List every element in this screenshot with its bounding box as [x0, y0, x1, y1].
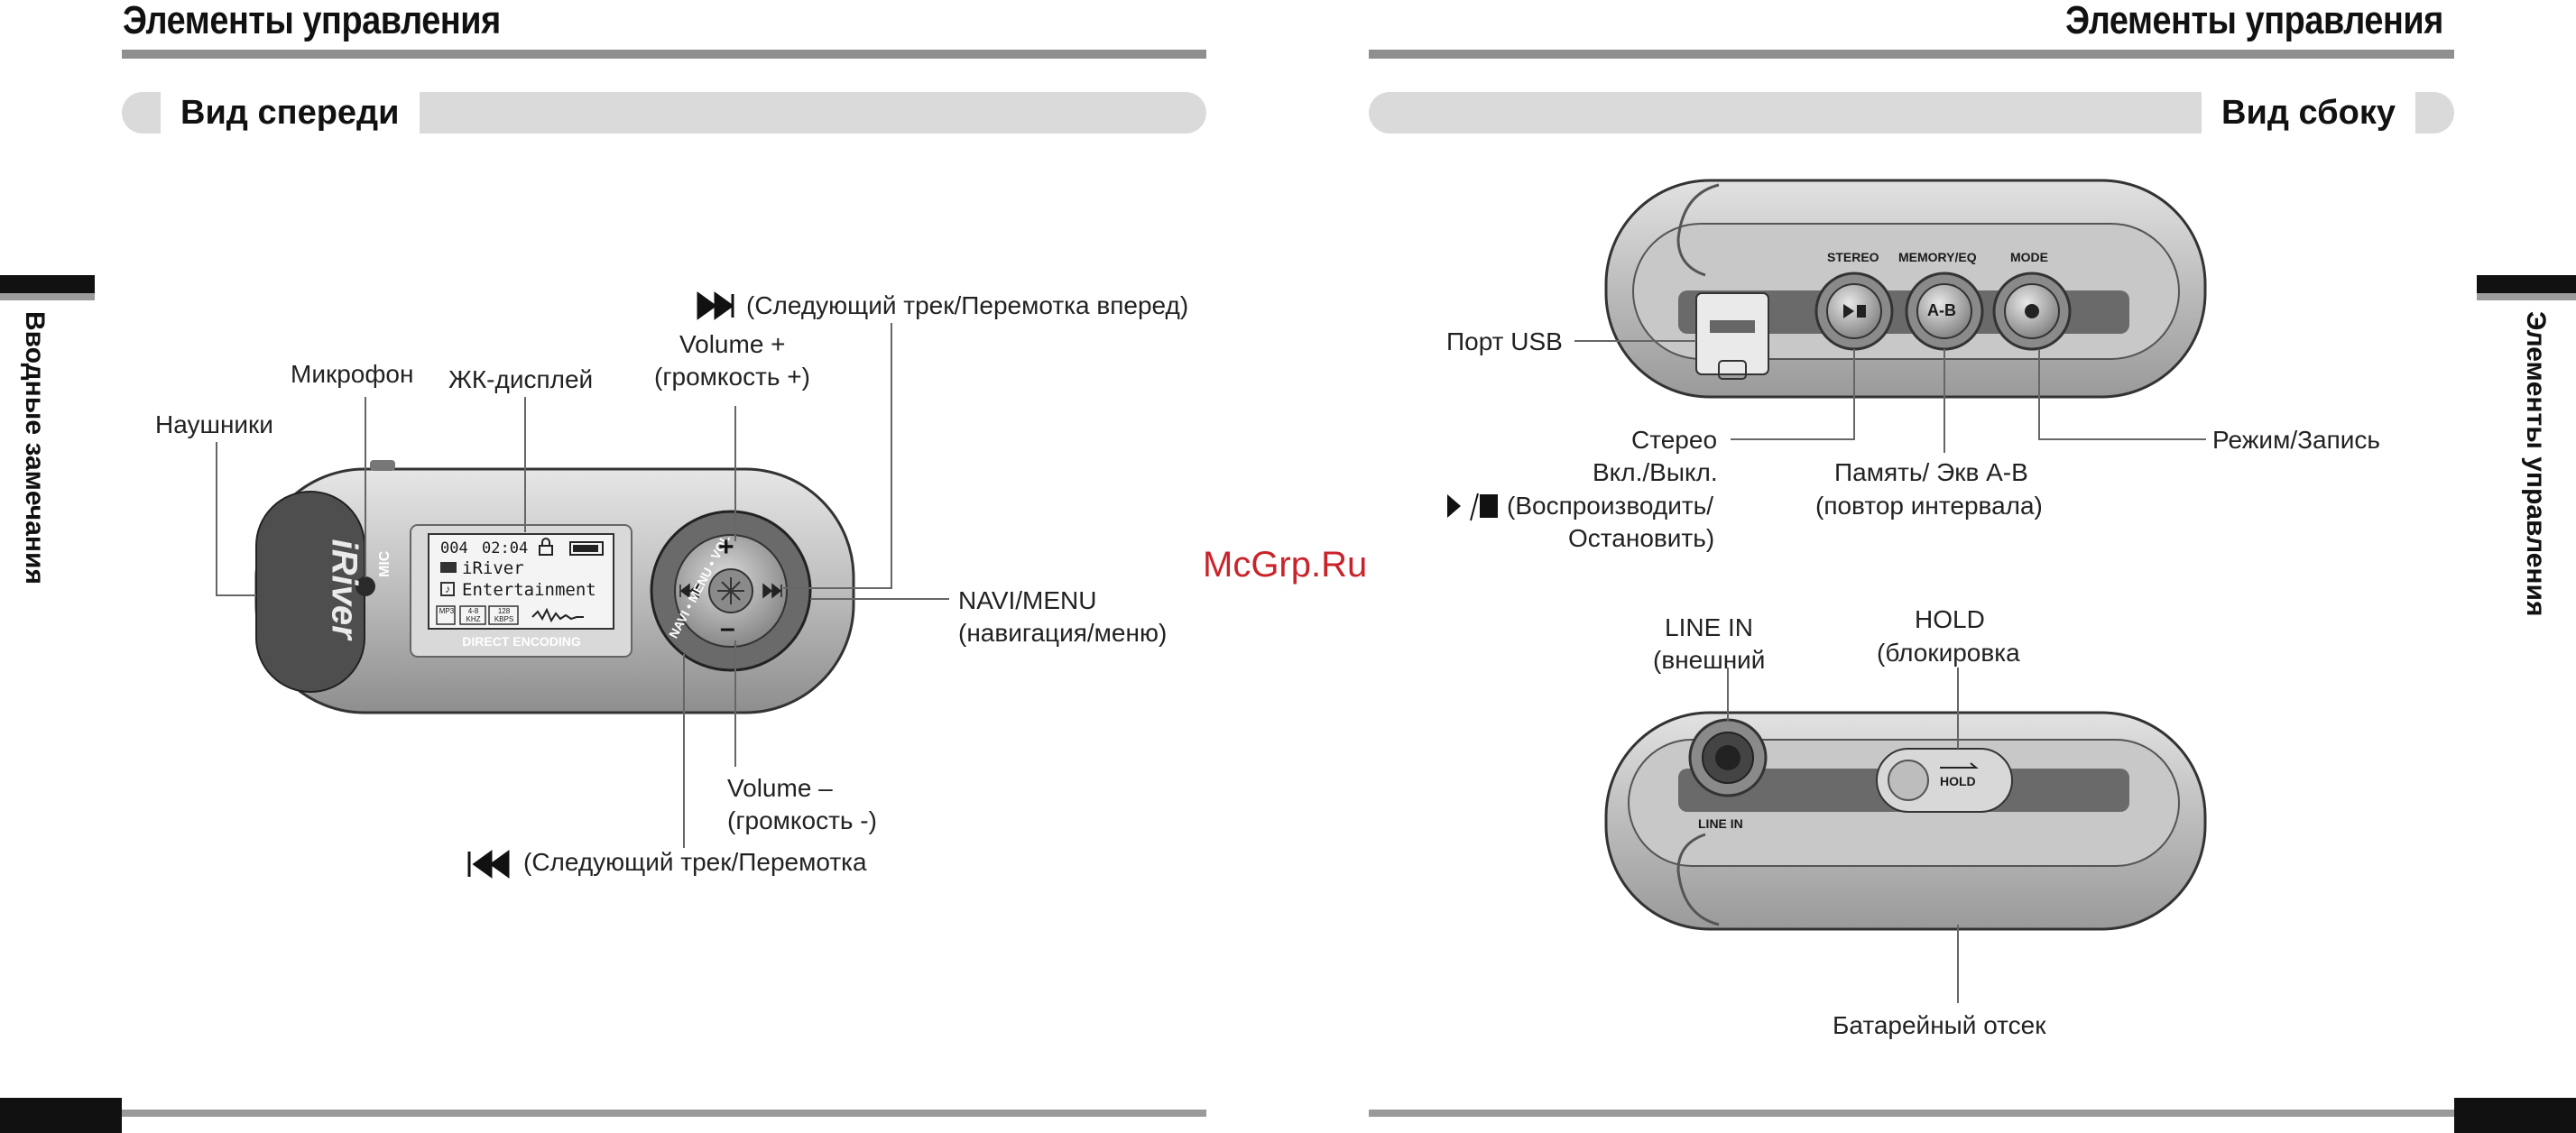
mode-button — [1992, 272, 2072, 351]
mic-hole — [355, 576, 375, 596]
prev-arrows-icon — [679, 583, 699, 599]
right-side-tab-label: Элементы управления — [2521, 311, 2551, 617]
label-usb: Порт USB — [1446, 327, 1563, 355]
left-side-tab-bar — [0, 275, 95, 295]
direct-encoding-mark: DIRECT ENCODING — [462, 634, 581, 649]
right-header-rule — [1369, 50, 2454, 59]
screen-track-number: 004 — [440, 539, 468, 557]
screen-badge-khz: 4-8 KHZ — [466, 607, 481, 623]
left-header-rule — [122, 50, 1206, 59]
label-microphone: Микрофон — [291, 360, 414, 388]
navi-star-icon — [717, 577, 744, 604]
top-side-clip — [1676, 183, 1720, 277]
left-footer-rule — [122, 1110, 1206, 1117]
fast-forward-icon — [697, 291, 734, 320]
front-view-diagram — [216, 291, 949, 879]
lock-icon — [539, 538, 553, 556]
btn-ab-text: A-B — [1927, 301, 1956, 319]
line-in-jack — [1688, 718, 1768, 797]
right-side-tab-shadow — [2477, 293, 2576, 300]
label-memory: Память/ Экв A-B — [1834, 458, 2028, 486]
label-stereo: Стерео — [1631, 426, 1718, 454]
line-in-mark: LINE IN — [1698, 816, 1743, 831]
bottom-side-body — [1604, 711, 2207, 931]
left-subtitle: Вид спереди — [161, 92, 420, 134]
bottom-side-clip — [1676, 833, 1720, 926]
top-side-strip — [1678, 290, 2129, 334]
screen-artist: iRiver — [462, 558, 524, 578]
top-side-channel — [1632, 223, 2180, 360]
hold-mark: HOLD — [1940, 774, 1976, 788]
label-battery: Батарейный отсек — [1833, 1011, 2046, 1039]
btn-label-mode: MODE — [2010, 250, 2048, 264]
label-hold: HOLD — [1915, 605, 1985, 633]
play-icon-label — [1447, 494, 1461, 518]
right-side-tab-bar — [2477, 275, 2576, 295]
front-device-top-button — [370, 460, 395, 471]
label-line-in: LINE IN — [1665, 613, 1754, 641]
screen-note-icon: ♪ — [440, 582, 455, 596]
rewind-icon — [467, 850, 510, 879]
label-navi-menu-desc: (навигация/меню) — [958, 619, 1168, 647]
screen-folder-icon — [440, 562, 457, 573]
label-line-in-desc: (внешний — [1653, 646, 1766, 674]
screen-badge-mp3: MP3 — [439, 607, 455, 615]
usb-port — [1695, 292, 1769, 375]
right-header: Элементы управления — [2065, 0, 2443, 42]
btn-label-memory: MEMORY/EQ — [1898, 250, 1977, 264]
screen-title: Entertainment — [462, 580, 596, 600]
label-mode: Режим/Запись — [2212, 426, 2380, 454]
label-next-track: (Следующий трек/Перемотка вперед) — [746, 291, 1189, 319]
waveform-icon — [531, 607, 584, 623]
volume-minus-mark: – — [720, 613, 735, 643]
label-prev-track: (Следующий трек/Перемотка — [523, 848, 867, 876]
battery-icon — [569, 541, 604, 556]
label-volume-minus: Volume – — [727, 774, 833, 802]
label-headphones: Наушники — [155, 410, 273, 438]
left-side-tab-shadow — [0, 293, 95, 300]
stop-icon-label — [1480, 494, 1498, 518]
label-stereo-toggle: Вкл./Выкл. — [1593, 458, 1718, 486]
label-volume-minus-desc: (громкость -) — [727, 806, 877, 834]
left-footer-block — [0, 1098, 122, 1133]
play-stop-button-icon — [1843, 304, 1866, 318]
label-hold-desc: (блокировка — [1877, 639, 2020, 667]
screen-time: 02:04 — [482, 539, 529, 557]
hold-switch-knob — [1888, 760, 1929, 801]
volume-plus-mark: + — [718, 532, 734, 562]
next-arrows-icon — [762, 583, 782, 599]
hold-arrow-icon — [1940, 762, 1979, 769]
label-volume-plus-desc: (громкость +) — [654, 363, 810, 391]
bottom-side-strip — [1678, 769, 2129, 812]
label-lcd: ЖК-дисплей — [448, 365, 594, 393]
label-memory-desc: (повтор интервала) — [1815, 492, 2043, 520]
label-navi-menu: NAVI/MENU — [958, 586, 1097, 614]
brand-logo: iRiver — [324, 539, 365, 640]
left-header: Элементы управления — [123, 0, 501, 42]
watermark: McGrp.Ru — [1203, 545, 1368, 585]
top-side-body — [1604, 179, 2207, 399]
label-play-stop-2: Остановить) — [1568, 524, 1715, 552]
bottom-side-channel — [1628, 739, 2180, 867]
stereo-button — [1814, 272, 1894, 351]
right-footer-rule — [1369, 1110, 2454, 1117]
right-footer-block — [2454, 1098, 2576, 1133]
label-play-stop: (Воспроизводить/ — [1507, 492, 1714, 520]
mic-mark: MIC — [377, 550, 392, 577]
btn-label-stereo: STEREO — [1827, 250, 1879, 264]
right-subtitle: Вид сбоку — [2202, 92, 2415, 134]
label-volume-plus: Volume + — [679, 330, 786, 358]
record-dot-icon — [2025, 304, 2039, 318]
screen-badge-kbps: 128 KBPS — [494, 607, 514, 623]
